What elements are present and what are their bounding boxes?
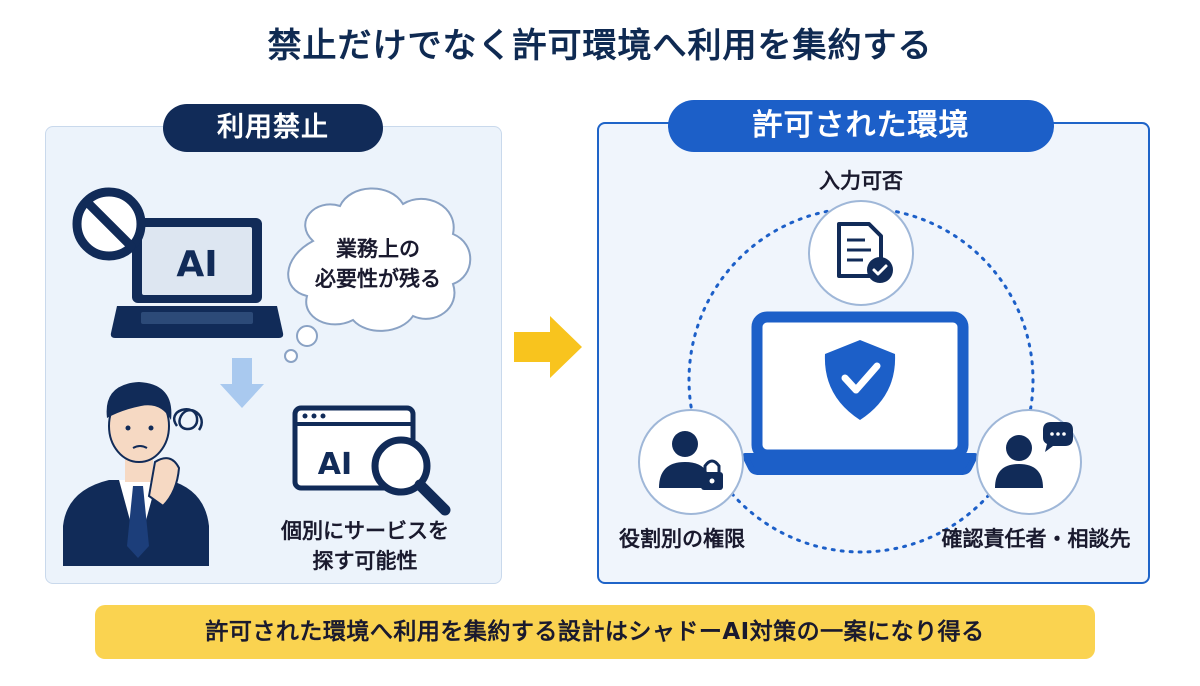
magnifier-icon [371, 436, 451, 516]
search-line-1: 個別にサービスを [280, 519, 449, 543]
consultation-contact-label: 確認責任者・相談先 [942, 527, 1131, 551]
input-control-node [808, 200, 914, 306]
role-permission-node [638, 409, 744, 515]
user-chat-icon [995, 422, 1073, 488]
prohibition-icon [72, 187, 146, 261]
thought-line-1: 業務上の [336, 237, 420, 261]
browser-ai-label: AI [318, 447, 352, 482]
consultation-contact-node [976, 409, 1082, 515]
prohibition-illustration: AI 業務上の 必要性が残る AI [63, 187, 472, 573]
page-title: 禁止だけでなく許可環境へ利用を集約する [267, 26, 933, 66]
secure-laptop-icon [742, 311, 978, 475]
worried-person-icon [63, 382, 209, 566]
input-control-label: 入力可否 [819, 169, 903, 193]
user-lock-icon [659, 431, 723, 490]
permitted-environment-heading: 許可された環境 [668, 100, 1054, 152]
prohibition-heading: 利用禁止 [163, 104, 383, 152]
down-arrow-icon [220, 358, 264, 408]
document-check-icon [837, 222, 893, 283]
check-icon [841, 362, 881, 394]
laptop-icon: AI [110, 218, 284, 338]
thought-line-2: 必要性が残る [315, 267, 441, 291]
right-arrow-icon [514, 316, 582, 378]
search-line-2: 探す可能性 [313, 549, 418, 573]
laptop-ai-label: AI [176, 244, 217, 285]
permitted-environment-illustration: 入力可否 役割別の権限 確認責任者・相談先 [619, 169, 1131, 554]
conclusion-banner: 許可された環境へ利用を集約する設計はシャドーAI対策の一案になり得る [95, 605, 1095, 659]
role-permission-label: 役割別の権限 [619, 527, 745, 551]
thought-bubble: 業務上の 必要性が残る [284, 187, 472, 363]
shield-icon [824, 340, 896, 420]
